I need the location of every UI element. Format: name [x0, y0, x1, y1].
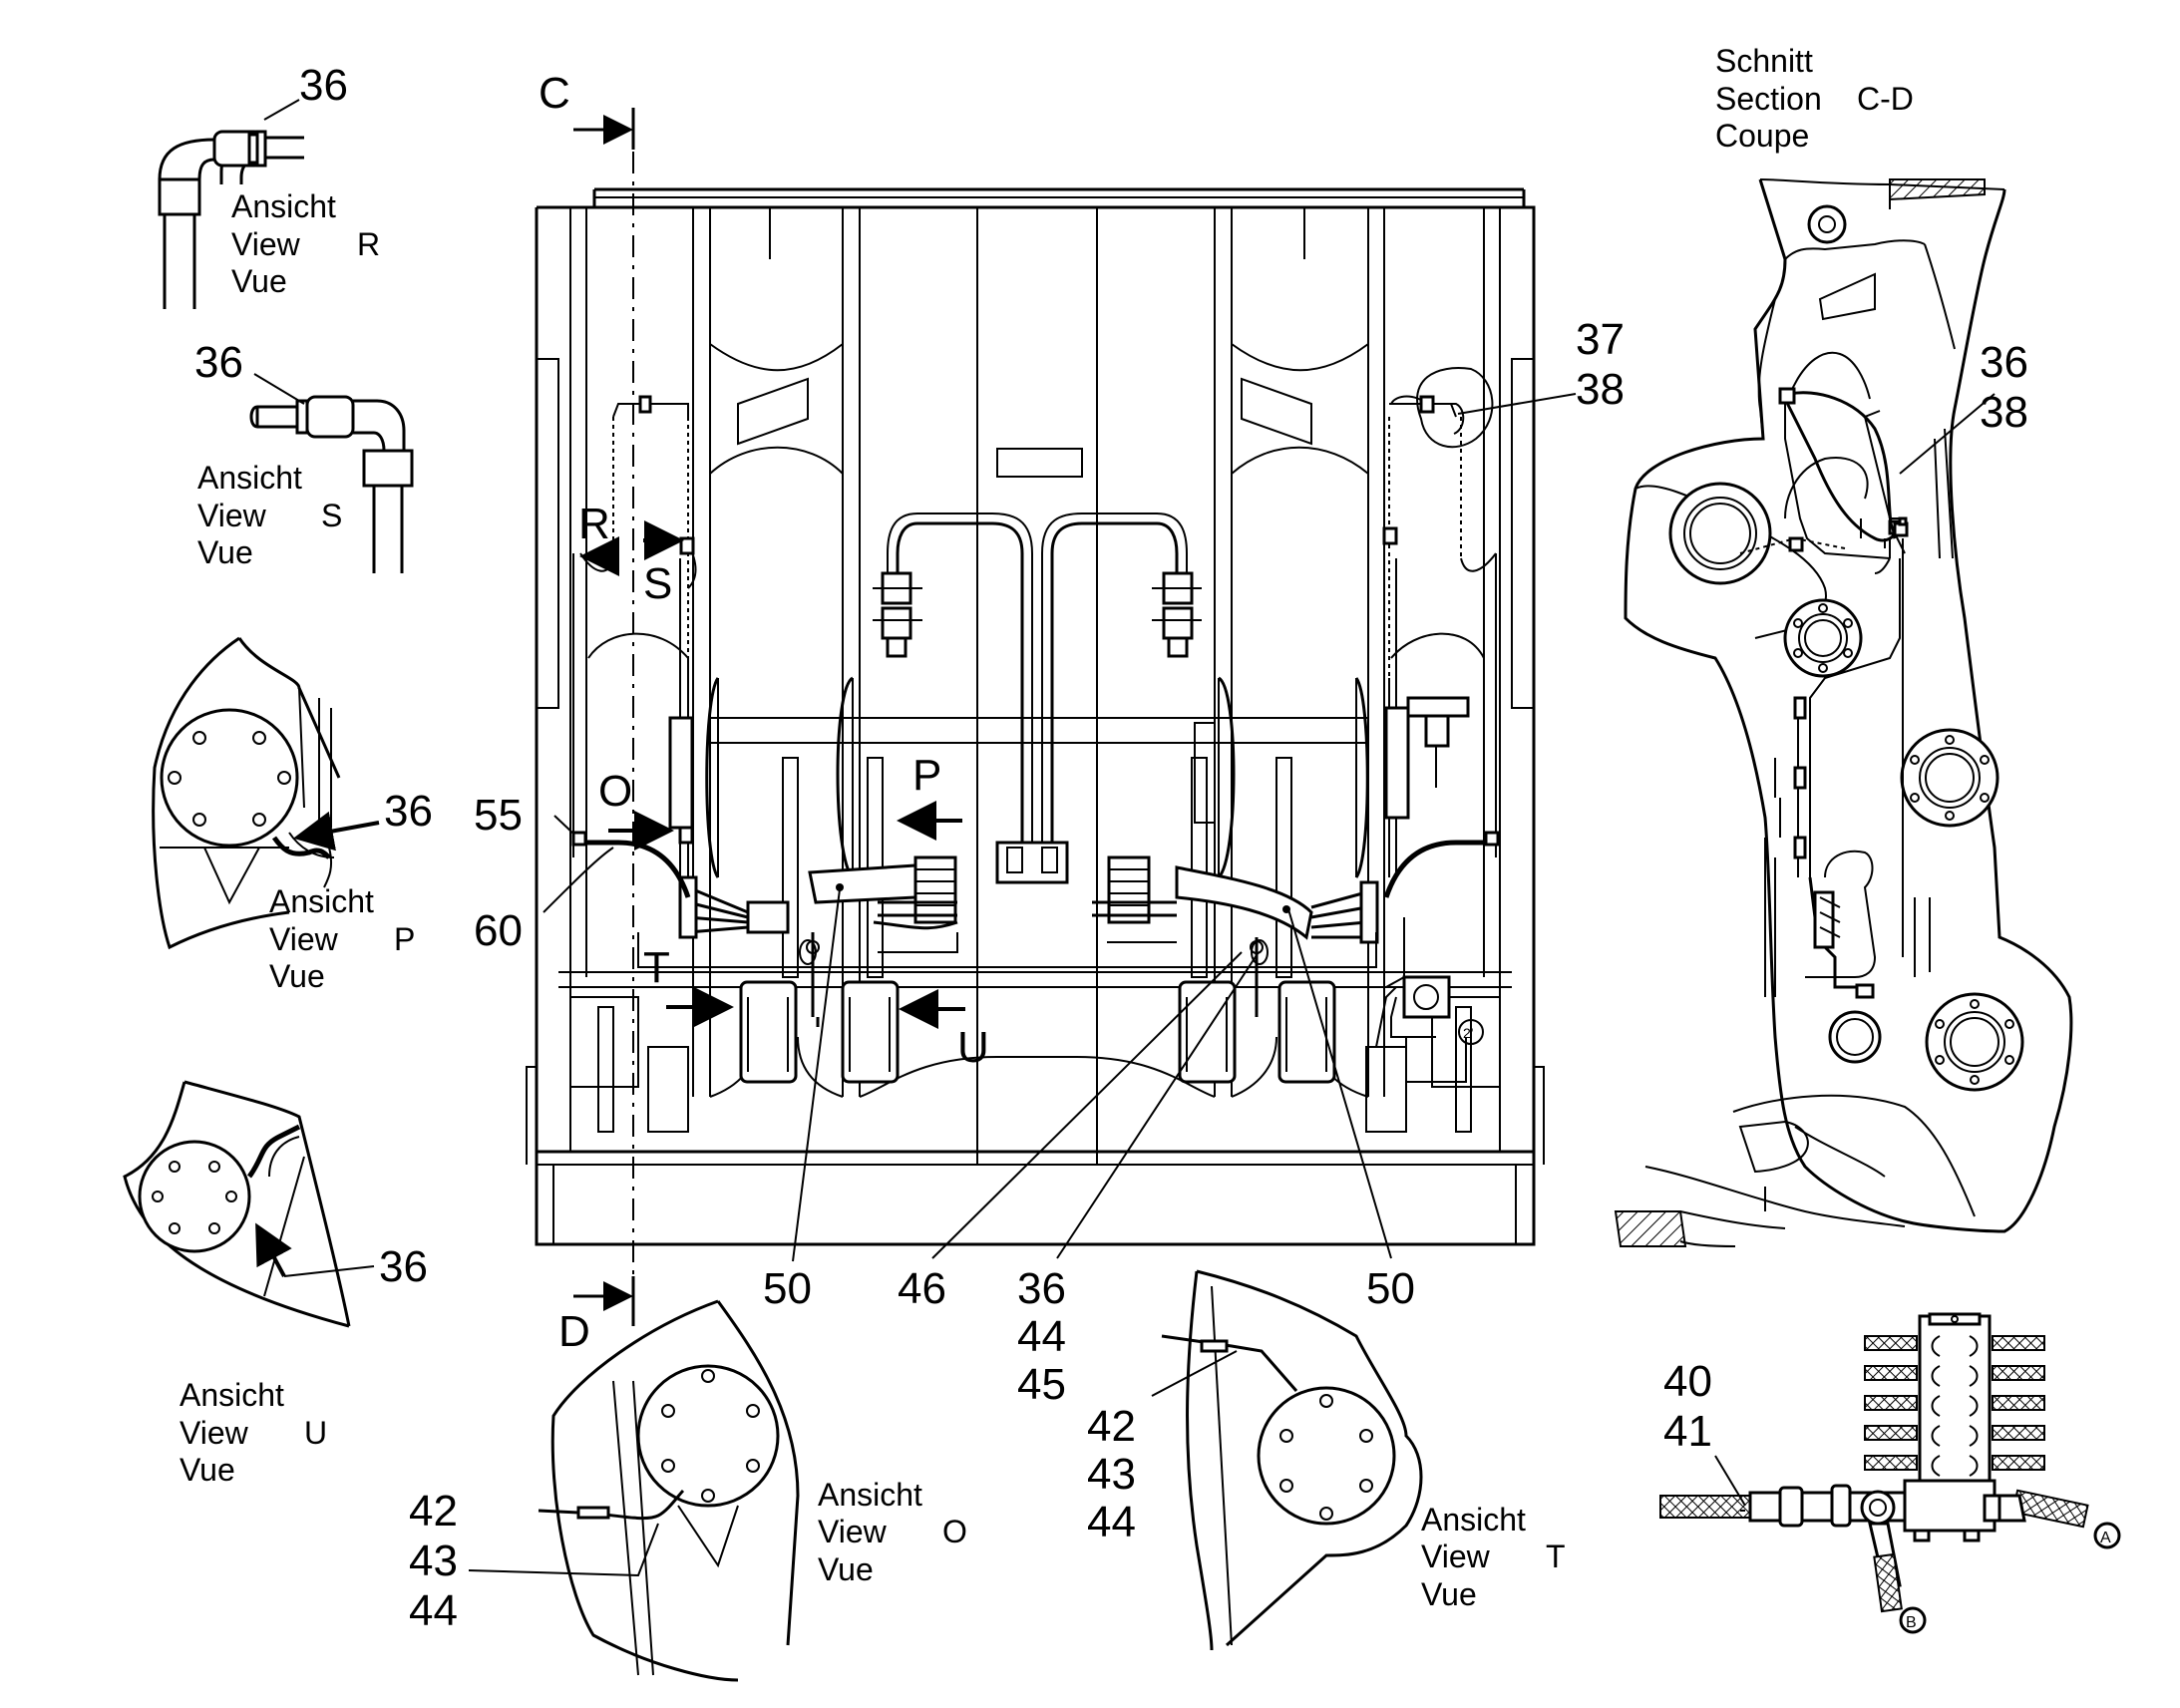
view-t-callout-42: 42 — [1087, 1402, 1136, 1451]
view-u-letter: U — [304, 1415, 327, 1451]
main-front-view: 2' — [526, 108, 1577, 1326]
view-t-letter: T — [1546, 1538, 1566, 1574]
callout-50-right: 50 — [1366, 1264, 1415, 1313]
callout-60: 60 — [474, 906, 523, 955]
section-title-cd: C-D — [1857, 81, 1914, 117]
callout-38: 38 — [1576, 365, 1625, 414]
view-t-view: View — [1421, 1538, 1491, 1574]
detail-view-r — [158, 99, 304, 309]
hose-bundle-left — [808, 863, 917, 904]
view-t-vue: Vue — [1421, 1576, 1477, 1612]
view-o-letter: O — [942, 1514, 967, 1549]
view-o-view: View — [818, 1514, 888, 1549]
view-p-view: View — [269, 921, 339, 957]
callout-46: 46 — [898, 1264, 946, 1313]
view-s-vue: Vue — [197, 534, 253, 570]
valve-manifold-detail — [1659, 1312, 2121, 1634]
view-p-letter: P — [394, 921, 415, 957]
detail-view-o — [468, 1299, 800, 1682]
port-a-label: A — [2100, 1530, 2111, 1546]
section-title-schnitt: Schnitt — [1715, 43, 1813, 79]
callout-50-left: 50 — [763, 1264, 812, 1313]
view-u-callout-36: 36 — [379, 1242, 428, 1291]
arrow-letter-p: P — [912, 751, 941, 800]
view-t-callout-43: 43 — [1087, 1450, 1136, 1499]
view-o-vue: Vue — [818, 1551, 874, 1587]
arrow-letter-t: T — [643, 943, 670, 992]
view-o-callout-42: 42 — [409, 1487, 458, 1536]
view-o-callout-43: 43 — [409, 1537, 458, 1585]
callout-45-main: 45 — [1017, 1360, 1066, 1409]
view-u-view: View — [180, 1415, 249, 1451]
detail-view-s — [249, 373, 414, 573]
hose-port-41 — [1659, 1495, 1751, 1519]
valve-callout-41: 41 — [1663, 1407, 1712, 1456]
arrow-letter-r: R — [578, 500, 610, 548]
arrow-letter-s: S — [643, 559, 672, 608]
callout-36-main: 36 — [1017, 1264, 1066, 1313]
callout-37: 37 — [1576, 315, 1625, 364]
hose-bundle-right — [1175, 865, 1313, 940]
view-u-ansicht: Ansicht — [180, 1377, 284, 1413]
view-r-view: View — [231, 226, 301, 262]
section-title-coupe: Coupe — [1715, 118, 1809, 154]
view-t-callout-44: 44 — [1087, 1498, 1136, 1546]
manifold-hoses — [1864, 1335, 2045, 1471]
section-cd-view — [1614, 178, 2073, 1247]
section-mark-c: C — [539, 69, 570, 118]
mark-2-prime: 2' — [1463, 1025, 1473, 1041]
port-a-mark — [2093, 1522, 2121, 1549]
arrow-letter-o: O — [598, 767, 632, 816]
cylinder-right-inner — [1191, 676, 1236, 978]
callout-55: 55 — [474, 791, 523, 840]
section-mark-d: D — [558, 1307, 590, 1356]
cylinder-left-inner — [836, 676, 884, 978]
view-r-ansicht: Ansicht — [231, 188, 336, 224]
hose-fan-right — [1310, 880, 1379, 944]
view-s-callout-36: 36 — [194, 338, 243, 387]
view-r-letter: R — [357, 226, 380, 262]
port-b-mark — [1899, 1606, 1927, 1634]
callout-44-main: 44 — [1017, 1312, 1066, 1361]
cylinder-right-outer — [1275, 677, 1369, 978]
view-r-vue: Vue — [231, 263, 287, 299]
view-o-ansicht: Ansicht — [818, 1477, 922, 1513]
view-r-callout-36: 36 — [299, 61, 348, 110]
u-tube-right — [1041, 512, 1202, 853]
view-u-vue: Vue — [180, 1452, 235, 1488]
detail-view-u — [123, 1080, 375, 1328]
view-p-callout-36: 36 — [384, 787, 433, 836]
section-callout-36: 36 — [1980, 338, 2028, 387]
section-callout-38: 38 — [1980, 388, 2028, 437]
view-s-view: View — [197, 498, 267, 533]
pipe-run-right — [1382, 395, 1500, 877]
view-s-ansicht: Ansicht — [197, 460, 302, 496]
valve-callout-40: 40 — [1663, 1357, 1712, 1406]
detail-view-t — [1151, 1269, 1423, 1651]
view-p-vue: Vue — [269, 958, 325, 994]
port-b-label: B — [1906, 1614, 1917, 1631]
arrow-letter-u: U — [957, 1023, 989, 1072]
view-o-callout-44: 44 — [409, 1586, 458, 1635]
view-p-ansicht: Ansicht — [269, 883, 374, 919]
view-s-letter: S — [321, 498, 342, 533]
valve-block-right — [1092, 855, 1177, 924]
view-t-ansicht: Ansicht — [1421, 1502, 1526, 1537]
hose-fan-left — [678, 875, 749, 939]
detail-view-p — [152, 636, 380, 950]
u-tube-left — [873, 512, 1033, 853]
section-title-section: Section — [1715, 81, 1822, 117]
pipe-run-left — [571, 395, 697, 877]
